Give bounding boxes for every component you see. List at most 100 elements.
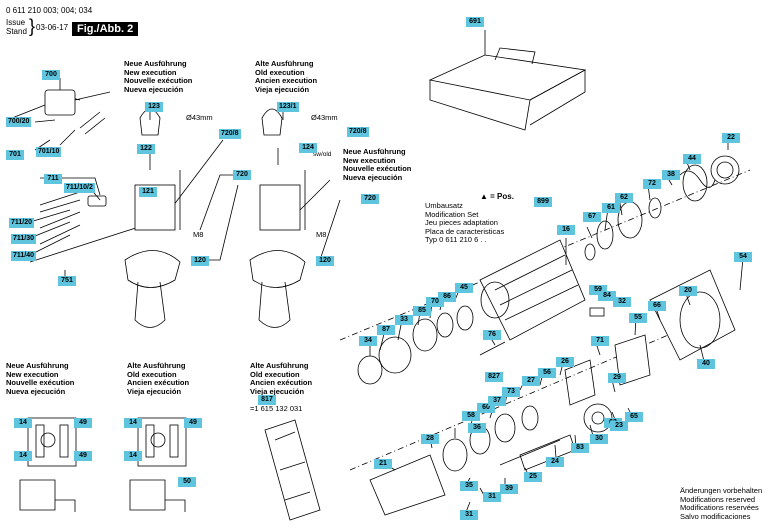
part-label-w14c: 14	[124, 418, 142, 428]
part-label-700-20: 700/20	[6, 117, 32, 127]
part-label-30: 30	[590, 434, 608, 444]
drill-bits	[29, 191, 146, 263]
part-label-899: 899	[534, 197, 552, 207]
gear-housing	[479, 239, 586, 341]
issue-label: Issue	[6, 18, 26, 27]
bearing-parts	[584, 197, 662, 261]
m8-old: M8	[316, 230, 327, 239]
part-label-45: 45	[455, 283, 473, 293]
part-label-22: 22	[722, 133, 740, 143]
part-label-23: 23	[610, 421, 628, 431]
housing-half	[264, 419, 321, 521]
lower-shaft-parts	[369, 359, 613, 516]
wiring-new	[19, 417, 77, 512]
part-label-20: 20	[679, 286, 697, 296]
part-label-65: 65	[625, 412, 643, 422]
part-label-817: 817	[258, 395, 276, 405]
part-label-62: 62	[615, 193, 633, 203]
part-label-25: 25	[524, 472, 542, 482]
part-label-711: 711	[44, 174, 62, 184]
part-label-71: 71	[591, 336, 609, 346]
part-label-827: 827	[485, 372, 503, 382]
part-label-70: 70	[426, 297, 444, 307]
m8-new: M8	[193, 230, 204, 239]
part-label-120a: 120	[191, 256, 209, 266]
part-label-26: 26	[556, 357, 574, 367]
part-label-121: 121	[139, 187, 157, 197]
part-label-720-8b: 720/8	[347, 127, 369, 137]
part-label-40: 40	[697, 359, 715, 369]
part-label-711-30: 711/30	[11, 234, 37, 244]
part-label-w49c: 49	[184, 418, 202, 428]
part-label-36: 36	[468, 423, 486, 433]
part-label-751: 751	[58, 276, 76, 286]
part-label-711-20: 711/20	[9, 218, 35, 228]
part-label-86: 86	[438, 292, 456, 302]
part-label-58: 58	[462, 411, 480, 421]
gear-wheel-22	[710, 155, 740, 185]
part-label-720-8a: 720/8	[219, 129, 241, 139]
part-label-711-10-2: 711/10/2	[64, 183, 95, 193]
part-label-84: 84	[598, 291, 616, 301]
sw-old-note: sw/old	[313, 151, 332, 158]
part-label-700: 700	[42, 70, 60, 80]
part-label-83: 83	[571, 443, 589, 453]
issue-date: 03-06-17	[36, 23, 69, 32]
part-label-39: 39	[500, 484, 518, 494]
part-label-24: 24	[546, 457, 564, 467]
aux-handle-new	[124, 108, 181, 328]
part-label-73: 73	[502, 387, 520, 397]
part-label-33: 33	[395, 315, 413, 325]
part-label-35: 35	[460, 481, 478, 491]
part-label-w14b: 14	[14, 451, 32, 461]
part-label-76: 76	[483, 330, 501, 340]
part-label-44: 44	[683, 154, 701, 164]
part-label-124: 124	[299, 143, 317, 153]
carrying-case	[428, 30, 587, 131]
rear-cover	[649, 269, 736, 361]
stand-label: Stand	[6, 27, 27, 36]
aux-handle-old	[249, 108, 306, 328]
diameter-old: Ø43mm	[311, 113, 338, 122]
part-label-27: 27	[522, 376, 540, 386]
figure-label: Fig./Abb. 2	[72, 22, 139, 36]
part-label-w50: 50	[178, 477, 196, 487]
part-label-31a: 31	[483, 492, 501, 502]
part-label-55: 55	[629, 313, 647, 323]
part-label-31b: 31	[460, 510, 478, 520]
spring-44	[679, 164, 716, 202]
diameter-new: Ø43mm	[186, 113, 213, 122]
part-label-85: 85	[413, 306, 431, 316]
part-817-number: =1 615 132 031	[250, 404, 303, 413]
part-label-122: 122	[137, 144, 155, 154]
drill-chuck	[11, 89, 111, 135]
part-label-87: 87	[377, 325, 395, 335]
part-label-38: 38	[662, 170, 680, 180]
part-label-21: 21	[374, 459, 392, 469]
part-label-w14a: 14	[14, 418, 32, 428]
part-label-67: 67	[583, 212, 601, 222]
part-label-w49b: 49	[74, 451, 92, 461]
part-label-29: 29	[608, 373, 626, 383]
part-label-123: 123	[145, 102, 163, 112]
part-label-701-10: 701/10	[36, 147, 62, 157]
part-label-720b: 720	[361, 194, 379, 204]
brace: }	[29, 16, 36, 36]
part-label-72: 72	[643, 179, 661, 189]
part-label-28: 28	[421, 434, 439, 444]
part-label-691: 691	[466, 17, 484, 27]
equals-pos-note: ▲ = Pos.	[480, 192, 514, 201]
part-label-720a: 720	[233, 170, 251, 180]
part-label-w49a: 49	[74, 418, 92, 428]
part-label-711-40: 711/40	[11, 251, 37, 261]
wiring-old	[129, 417, 187, 512]
